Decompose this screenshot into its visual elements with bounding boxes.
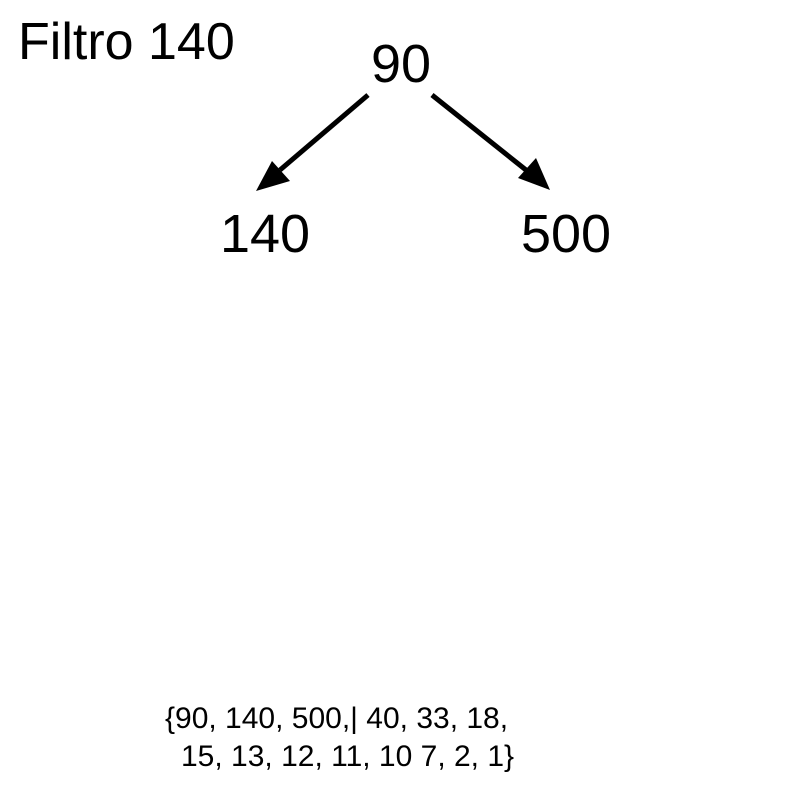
arrowhead-right-icon xyxy=(518,158,550,190)
tree-node-right: 500 xyxy=(520,204,612,264)
sequence-line-1: {90, 140, 500,| 40, 33, 18, xyxy=(165,702,509,735)
number-sequence: {90, 140, 500,| 40, 33, 18, 15, 13, 12, … xyxy=(165,700,635,776)
diagram-title: Filtro 140 xyxy=(18,13,235,71)
tree-node-left: 140 xyxy=(219,204,311,264)
tree-node-root: 90 xyxy=(370,34,432,94)
arrowhead-left-icon xyxy=(256,161,290,191)
edge-root-to-right xyxy=(430,93,550,190)
edge-root-to-left xyxy=(256,93,370,191)
sequence-line-2: 15, 13, 12, 11, 10 7, 2, 1} xyxy=(181,740,515,773)
